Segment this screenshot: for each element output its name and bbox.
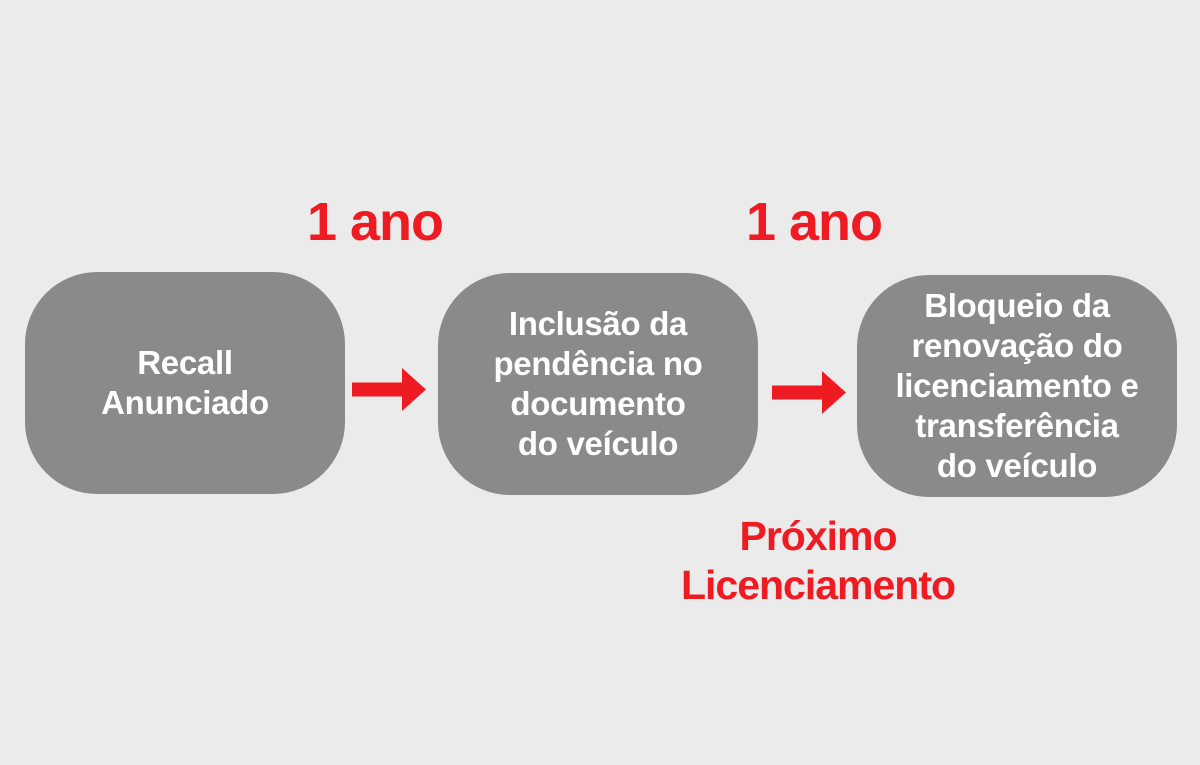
node-inclusao-pendencia-label: Inclusão da pendência no documento do ve… bbox=[493, 305, 703, 462]
node-recall-anunciado: Recall Anunciado bbox=[25, 272, 345, 494]
interval-label-1: 1 ano bbox=[306, 192, 444, 252]
node-bloqueio-renovacao: Bloqueio da renovação do licenciamento e… bbox=[857, 275, 1177, 497]
arrow-right-icon bbox=[352, 368, 426, 411]
node-recall-anunciado-label: Recall Anunciado bbox=[101, 344, 269, 421]
arrow-right-icon bbox=[772, 371, 846, 414]
node-bloqueio-renovacao-label: Bloqueio da renovação do licenciamento e… bbox=[895, 287, 1139, 484]
node-inclusao-pendencia: Inclusão da pendência no documento do ve… bbox=[438, 273, 758, 495]
proximo-licenciamento-label: Próximo Licenciamento bbox=[680, 513, 956, 608]
interval-label-2: 1 ano bbox=[745, 192, 883, 252]
